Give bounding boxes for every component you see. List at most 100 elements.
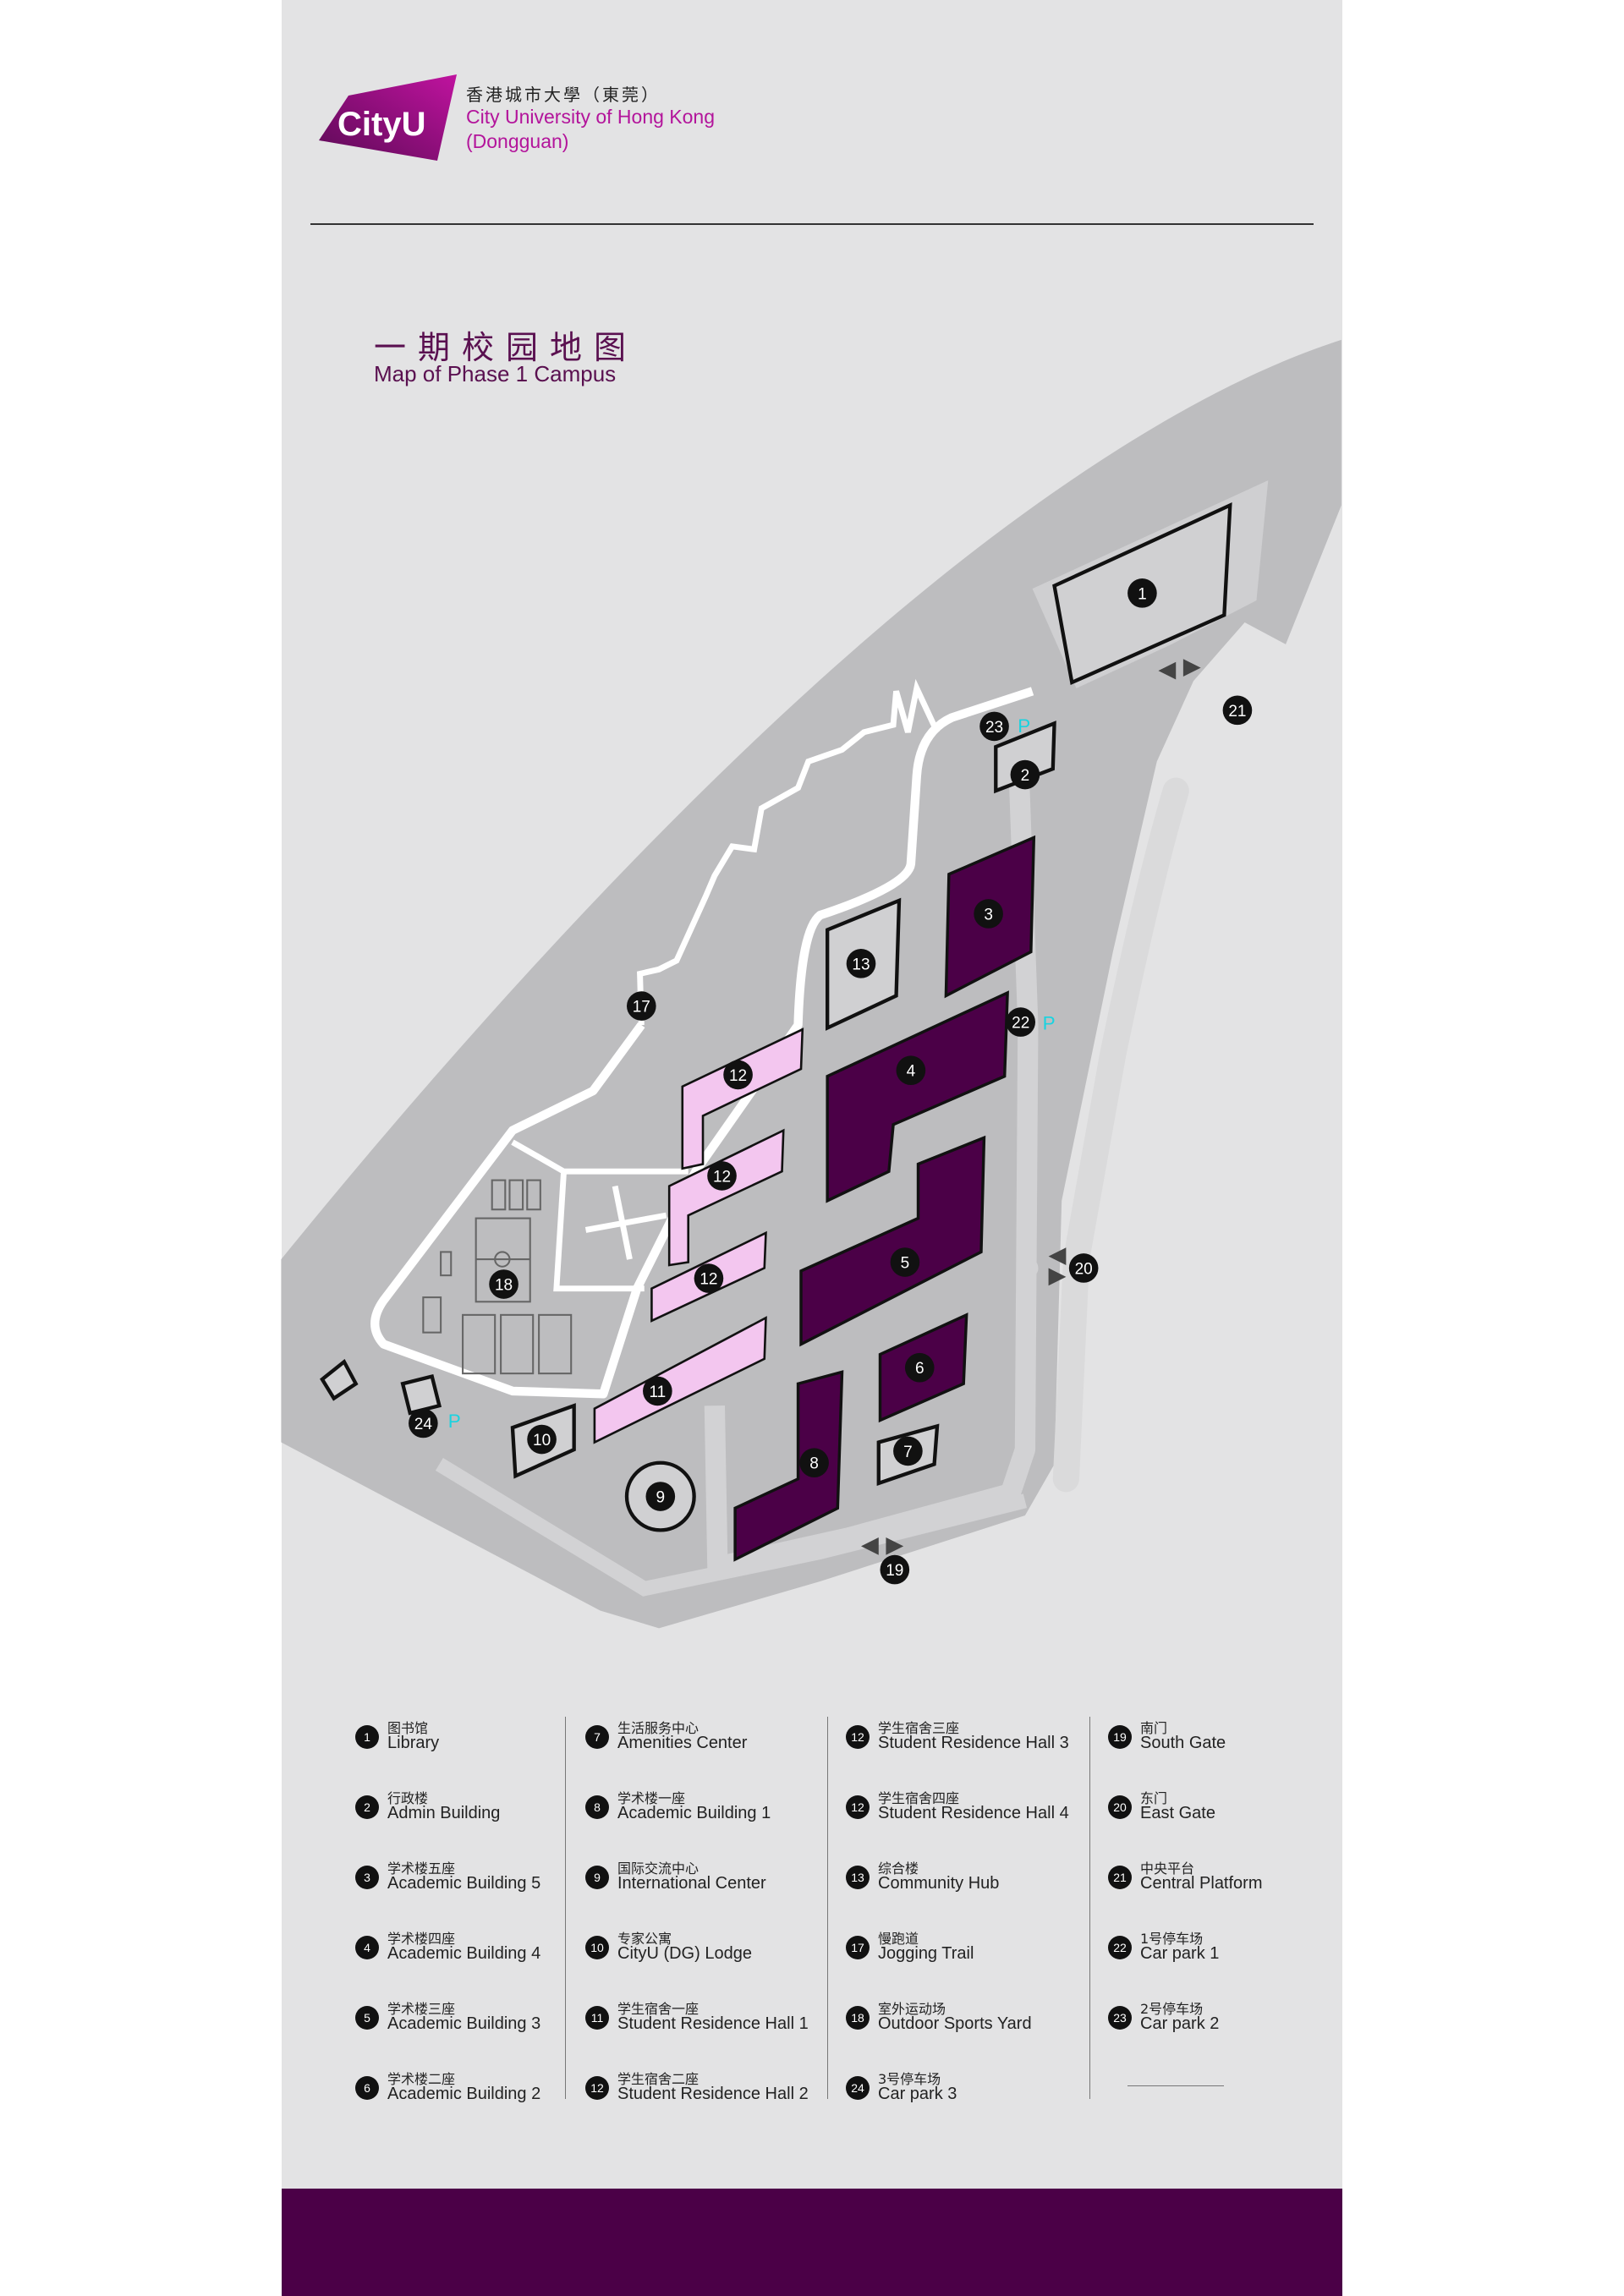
map-marker[interactable]: 21: [1222, 695, 1253, 726]
legend-number-badge: 20: [1108, 1795, 1132, 1819]
legend-number-badge: 18: [846, 2006, 870, 2030]
marker-label: 17: [633, 998, 650, 1016]
legend-label-cn: 生活服务中心: [617, 1720, 700, 1736]
parking-icon: P: [448, 1411, 461, 1432]
paths: [511, 1139, 689, 1292]
legend-label-en: Academic Building 3: [387, 2014, 541, 2033]
marker-circle: [1222, 695, 1253, 726]
logo-text: CityU: [337, 106, 425, 143]
map-marker[interactable]: 24: [409, 1408, 438, 1438]
legend-number-badge: 2: [355, 1795, 379, 1819]
legend-item: 21 中央平台 Central Platform: [1108, 1857, 1353, 1908]
map-marker[interactable]: 19: [880, 1554, 910, 1585]
parking-icon: P: [1043, 1012, 1056, 1033]
legend-label-en: South Gate: [1140, 1734, 1226, 1752]
legend-item: 7 生活服务中心 Amenities Center: [585, 1717, 831, 1767]
legend-label-cn: 1号停车场: [1140, 1931, 1204, 1947]
sports-yard: [422, 1179, 573, 1375]
legend-label-en: Academic Building 2: [387, 2085, 541, 2103]
legend-item: 12 学生宿舍三座 Student Residence Hall 3: [846, 1717, 1091, 1767]
legend-number-badge: 22: [1108, 1936, 1132, 1959]
marker-circle: [626, 991, 656, 1021]
marker-label: 12: [700, 1271, 717, 1289]
legend-item: 22 1号停车场 Car park 1: [1108, 1927, 1353, 1978]
map-marker[interactable]: 5: [890, 1247, 920, 1277]
gate-arrow-icon: [886, 1537, 904, 1555]
map-marker[interactable]: 4: [896, 1055, 926, 1086]
map-marker[interactable]: 18: [489, 1269, 518, 1299]
legend-label-cn: 学术楼五座: [387, 1860, 456, 1877]
cliff-trail: [637, 678, 941, 1026]
marker-circle: [409, 1408, 438, 1438]
legend-item: 12 学生宿舍四座 Student Residence Hall 4: [846, 1787, 1091, 1838]
legend-label-cn: 学术楼二座: [387, 2071, 456, 2087]
legend-label-cn: 学生宿舍四座: [878, 1790, 960, 1806]
marker-circle: [643, 1376, 672, 1406]
marker-label: 5: [901, 1254, 910, 1272]
legend-item: 17 慢跑道 Jogging Trail: [846, 1927, 1091, 1978]
marker-label: 22: [1012, 1015, 1029, 1033]
legend-label-cn: 学术楼四座: [387, 1931, 456, 1947]
map-marker[interactable]: 10: [527, 1424, 557, 1455]
map-marker[interactable]: 23: [979, 711, 1009, 742]
legend-number-badge: 11: [585, 2006, 609, 2030]
legend-label-en: Library: [387, 1734, 440, 1752]
header-divider: [310, 223, 1314, 225]
legend-label-cn: 室外运动场: [878, 2001, 946, 2017]
map-marker[interactable]: 12: [707, 1161, 737, 1191]
map-marker[interactable]: 9: [645, 1482, 676, 1511]
legend-number-badge: 12: [846, 1795, 870, 1819]
map-marker[interactable]: 12: [723, 1060, 753, 1090]
gate-arrow-icon: [1182, 659, 1201, 677]
legend-label-cn: 东门: [1140, 1790, 1168, 1806]
map-marker[interactable]: 11: [643, 1376, 672, 1406]
map-marker[interactable]: 6: [904, 1352, 935, 1383]
residence-hall-3: [667, 1128, 785, 1267]
legend-number-badge: 4: [355, 1936, 379, 1959]
legend-label-en: Car park 3: [878, 2085, 957, 2103]
marker-label: 12: [729, 1067, 747, 1085]
map-marker[interactable]: 13: [846, 949, 876, 978]
legend-number-badge: 19: [1108, 1725, 1132, 1749]
map-marker[interactable]: 8: [799, 1448, 829, 1478]
legend-label-en: Admin Building: [387, 1804, 501, 1822]
map-marker[interactable]: 3: [974, 899, 1003, 929]
marker-label: 13: [852, 956, 870, 973]
legend-label-cn: 3号停车场: [878, 2071, 941, 2087]
legend-number-badge: 17: [846, 1936, 870, 1959]
map-marker[interactable]: 7: [893, 1436, 923, 1466]
marker-circle: [1006, 1007, 1036, 1037]
legend-number-badge: 3: [355, 1866, 379, 1889]
map-marker[interactable]: 22: [1006, 1007, 1036, 1037]
map-marker[interactable]: 12: [694, 1263, 724, 1293]
legend-item: 6 学术楼二座 Academic Building 2: [355, 2068, 601, 2118]
marker-label: 18: [495, 1276, 513, 1294]
legend-label-en: Student Residence Hall 4: [878, 1804, 1069, 1822]
legend-label-en: Car park 1: [1140, 1944, 1220, 1963]
marker-circle: [893, 1436, 923, 1466]
legend-number-badge: 10: [585, 1936, 609, 1959]
map-marker[interactable]: 20: [1068, 1253, 1099, 1283]
legend-item: 10 专家公寓 CityU (DG) Lodge: [585, 1927, 831, 1978]
legend-label-en: East Gate: [1140, 1804, 1215, 1822]
legend-label-cn: 慢跑道: [878, 1931, 919, 1947]
legend-label-cn: 中央平台: [1140, 1860, 1195, 1877]
legend-label-cn: 图书馆: [387, 1720, 429, 1736]
marker-circle: [489, 1269, 518, 1299]
gate-arrow-icon: [1048, 1247, 1067, 1266]
marker-label: 2: [1021, 767, 1030, 785]
legend-label-cn: 南门: [1140, 1720, 1168, 1736]
map-marker[interactable]: 17: [626, 991, 656, 1021]
map-marker[interactable]: 2: [1010, 759, 1040, 790]
marker-label: 9: [656, 1488, 666, 1506]
legend-label-en: Academic Building 5: [387, 1874, 541, 1893]
east-gate-roundabout: [1018, 1258, 1039, 1279]
building-4: [826, 990, 1009, 1203]
map-marker[interactable]: 1: [1127, 578, 1157, 608]
legend-item: 3 学术楼五座 Academic Building 5: [355, 1857, 601, 1908]
legend-divider: [1089, 1717, 1090, 2099]
parking-structure: [320, 1358, 359, 1401]
legend-item: 19 南门 South Gate: [1108, 1717, 1353, 1767]
jogging-trail[interactable]: [370, 687, 1034, 1399]
legend-label-en: Student Residence Hall 1: [617, 2014, 809, 2033]
